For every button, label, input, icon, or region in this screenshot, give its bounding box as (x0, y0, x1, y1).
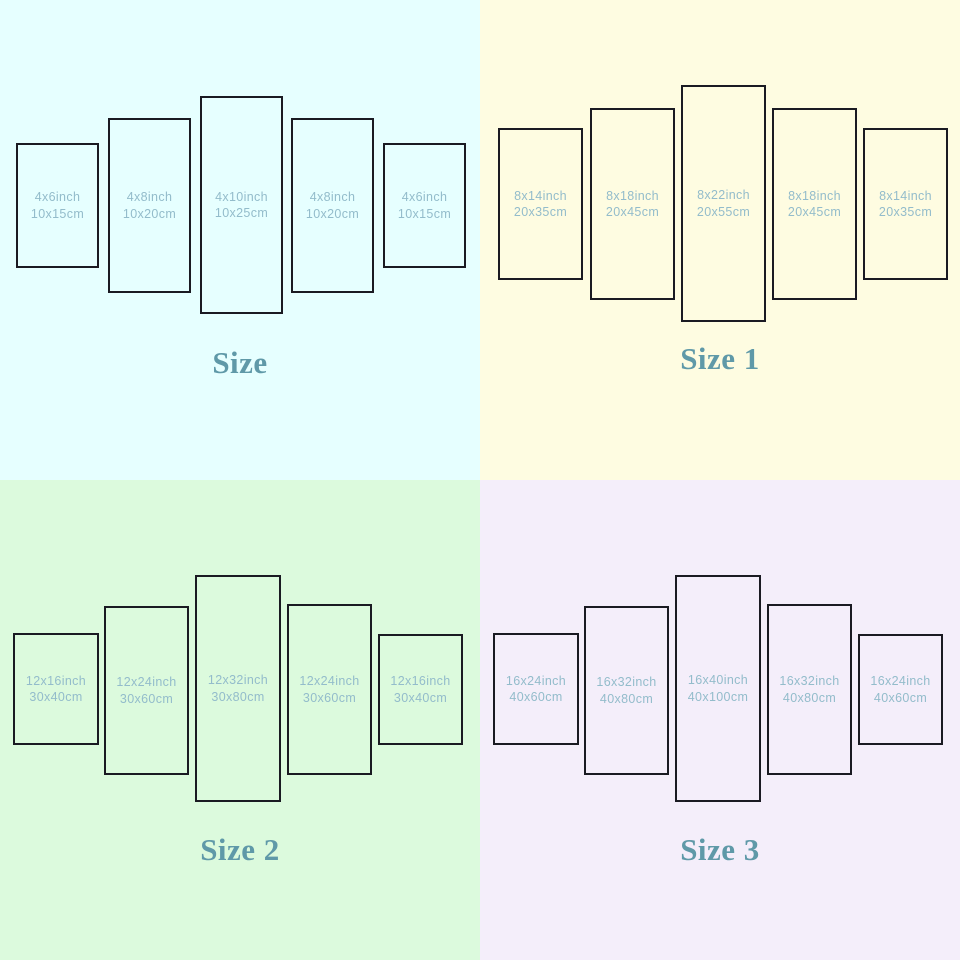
panel-size-inch: 12x16inch (25, 673, 87, 688)
panel-size-inch: 12x16inch (390, 674, 451, 689)
panel-size-cm: 30x80cm (211, 689, 265, 704)
panel-size-cm: 20x45cm (605, 205, 660, 219)
panel-size-cm: 10x20cm (305, 206, 360, 221)
panel-size-cm: 20x45cm (787, 205, 842, 219)
panel-size-cm: 30x40cm (29, 690, 83, 704)
panel-size-cm: 20x55cm (696, 204, 751, 219)
panel-size-label: 8x14inch 20x35cm (879, 188, 932, 221)
panel-size-inch: 8x18inch (788, 188, 841, 203)
panel-size-inch: 16x24inch (870, 674, 931, 689)
quadrant-title-size: Size (212, 345, 268, 380)
panel-size-cm: 10x15cm (397, 206, 452, 221)
panel-size-cm: 10x25cm (214, 206, 269, 220)
panel-size-cm: 40x100cm (687, 689, 749, 704)
canvas-size-1-panel-1[interactable]: 8x14inch 20x35cm (498, 128, 583, 280)
panel-size-cm: 40x80cm (782, 690, 837, 705)
canvas-size-2-panel-1[interactable]: 12x16inch 30x40cm (13, 633, 99, 745)
panel-size-inch: 12x24inch (299, 674, 360, 689)
canvas-size-1-panel-2[interactable]: 8x18inch 20x45cm (590, 108, 675, 300)
panel-size-inch: 8x14inch (879, 188, 932, 203)
canvas-size-3-panel-1[interactable]: 16x24inch 40x60cm (493, 633, 579, 745)
panel-size-inch: 16x40inch (687, 673, 749, 688)
panel-size-cm: 30x60cm (119, 691, 174, 706)
panel-size-inch: 4x6inch (34, 190, 81, 205)
panel-size-cm: 30x40cm (393, 690, 448, 705)
panel-size-cm: 10x15cm (30, 206, 85, 221)
panel-size-inch: 8x22inch (697, 188, 750, 203)
canvas-size-panel-3[interactable]: 4x10inch 10x25cm (200, 96, 283, 314)
panel-size-inch: 12x32inch (207, 673, 269, 688)
canvas-size-1-panel-4[interactable]: 8x18inch 20x45cm (772, 108, 857, 300)
panel-size-cm: 40x60cm (873, 690, 928, 705)
panel-size-cm: 40x60cm (509, 690, 563, 704)
panel-size-inch: 4x8inch (126, 190, 173, 205)
panel-size-cm: 20x35cm (878, 205, 933, 219)
panel-size-inch: 16x32inch (596, 675, 657, 690)
panel-size-cm: 30x60cm (302, 690, 357, 705)
panel-size-label: 8x14inch 20x35cm (514, 188, 567, 221)
panel-size-cm: 10x20cm (122, 206, 177, 221)
quadrant-title-size-3: Size 3 (680, 832, 760, 867)
panel-size-inch: 12x24inch (116, 675, 177, 690)
panel-size-inch: 8x18inch (606, 188, 659, 203)
panel-size-inch: 8x14inch (514, 188, 567, 203)
panel-size-label: 12x16inch 30x40cm (26, 673, 86, 706)
canvas-size-1-panel-5[interactable]: 8x14inch 20x35cm (863, 128, 948, 280)
panel-size-inch: 4x6inch (401, 190, 448, 205)
quadrant-title-size-2: Size 2 (200, 832, 280, 867)
panel-size-label: 16x24inch 40x60cm (506, 673, 566, 706)
quadrant-title-size-1: Size 1 (680, 341, 760, 376)
panel-size-cm: 20x35cm (513, 205, 568, 219)
panel-size-inch: 4x8inch (309, 190, 356, 205)
panel-size-label: 8x18inch 20x45cm (606, 188, 659, 221)
panel-size-label: 4x10inch 10x25cm (215, 189, 268, 222)
panel-size-label: 8x18inch 20x45cm (788, 188, 841, 221)
panel-size-inch: 16x32inch (779, 674, 840, 689)
panel-size-inch: 4x10inch (215, 189, 268, 204)
panel-size-cm: 40x80cm (599, 691, 654, 706)
panel-size-inch: 16x24inch (505, 673, 567, 688)
